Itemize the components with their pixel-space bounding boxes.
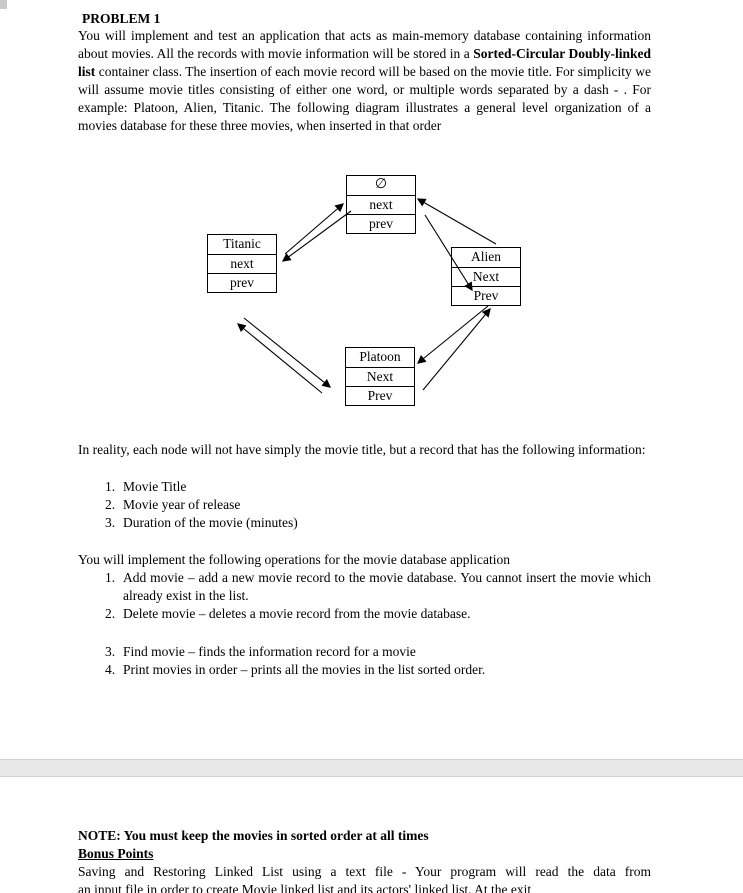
- list-item-text: Delete movie – deletes a movie record fr…: [123, 606, 471, 621]
- arrow-platoon-to-alien: [422, 307, 491, 391]
- list-item-number: 1.: [105, 570, 116, 585]
- arrow-titanic-to-platoon: [243, 317, 332, 388]
- reality-lead: In reality, each node will not have simp…: [78, 442, 646, 457]
- list-item-text: Duration of the movie (minutes): [123, 515, 298, 530]
- node-platoon-prev: Prev: [346, 386, 414, 405]
- page2-content: NOTE: You must keep the movies in sorted…: [78, 827, 651, 893]
- arrow-alien-to-null: [416, 198, 497, 245]
- arrow-titanic-to-null: [284, 203, 344, 255]
- list-item: 3. Duration of the movie (minutes): [78, 514, 651, 532]
- list-item-number: 2.: [105, 606, 116, 621]
- node-alien-next: Next: [452, 267, 520, 286]
- list-item-number: 4.: [105, 662, 116, 677]
- node-titanic: Titanic next prev: [207, 234, 277, 293]
- list-item-text: Print movies in order – prints all the m…: [123, 662, 486, 677]
- node-platoon: Platoon Next Prev: [345, 347, 415, 406]
- bonus-text-line1: Saving and Restoring Linked List using a…: [78, 864, 651, 879]
- list-item-number: 3.: [105, 644, 116, 659]
- node-null: ∅ next prev: [346, 175, 416, 234]
- node-platoon-title: Platoon: [359, 349, 401, 364]
- list-item-number: 2.: [105, 497, 116, 512]
- node-titanic-prev: prev: [208, 273, 276, 292]
- intro-text-2: container class. The insertion of each m…: [78, 64, 651, 133]
- intro-text-1: You will implement and test an applicati…: [78, 28, 651, 61]
- list-item: 2. Movie year of release: [78, 496, 651, 514]
- node-null-next: next: [347, 195, 415, 214]
- intro-paragraph: You will implement and test an applicati…: [78, 27, 651, 135]
- list-item: 4. Print movies in order – prints all th…: [78, 661, 651, 679]
- bonus-text-line2-clipped: an input file in order to create Movie l…: [78, 882, 532, 893]
- node-null-prev: prev: [347, 214, 415, 233]
- node-alien-title: Alien: [471, 249, 501, 264]
- linked-list-diagram: ∅ next prev Titanic next prev Alien Next…: [78, 166, 651, 438]
- list-item-number: 1.: [105, 479, 116, 494]
- page-break-gap: [0, 759, 743, 777]
- list-item: 1. Add movie – add a new movie record to…: [78, 569, 651, 605]
- arrow-alien-to-platoon: [416, 305, 489, 364]
- problem-title: PROBLEM 1: [82, 11, 161, 26]
- node-titanic-title: Titanic: [223, 236, 261, 251]
- record-info-list: 1. Movie Title 2. Movie year of release …: [78, 478, 651, 532]
- list-item-text: Movie Title: [123, 479, 187, 494]
- operations-lead: You will implement the following operati…: [78, 552, 511, 567]
- corner-artifact: [0, 0, 7, 9]
- list-item-text: Find movie – finds the information recor…: [123, 644, 416, 659]
- list-item: 2. Delete movie – deletes a movie record…: [78, 605, 651, 623]
- node-alien: Alien Next Prev: [451, 247, 521, 306]
- list-item: 3. Find movie – finds the information re…: [78, 643, 651, 661]
- list-item: 1. Movie Title: [78, 478, 651, 496]
- intro-bold-term: Sorted-Circular Doubly-linked list: [78, 46, 651, 79]
- node-null-title: ∅: [374, 177, 388, 192]
- bonus-points-heading: Bonus Points: [78, 846, 154, 861]
- operations-list-b: 3. Find movie – finds the information re…: [78, 643, 651, 679]
- arrow-platoon-to-titanic: [236, 323, 323, 394]
- list-item-text: Add movie – add a new movie record to th…: [123, 570, 651, 603]
- node-platoon-next: Next: [346, 367, 414, 386]
- note-line: NOTE: You must keep the movies in sorted…: [78, 828, 429, 843]
- node-titanic-next: next: [208, 254, 276, 273]
- arrow-null-to-alien: [424, 214, 473, 292]
- arrow-null-to-titanic: [281, 210, 352, 262]
- diagram-arrows: [236, 198, 497, 394]
- list-item-number: 3.: [105, 515, 116, 530]
- operations-list-a: 1. Add movie – add a new movie record to…: [78, 569, 651, 623]
- node-alien-prev: Prev: [452, 286, 520, 305]
- list-item-text: Movie year of release: [123, 497, 241, 512]
